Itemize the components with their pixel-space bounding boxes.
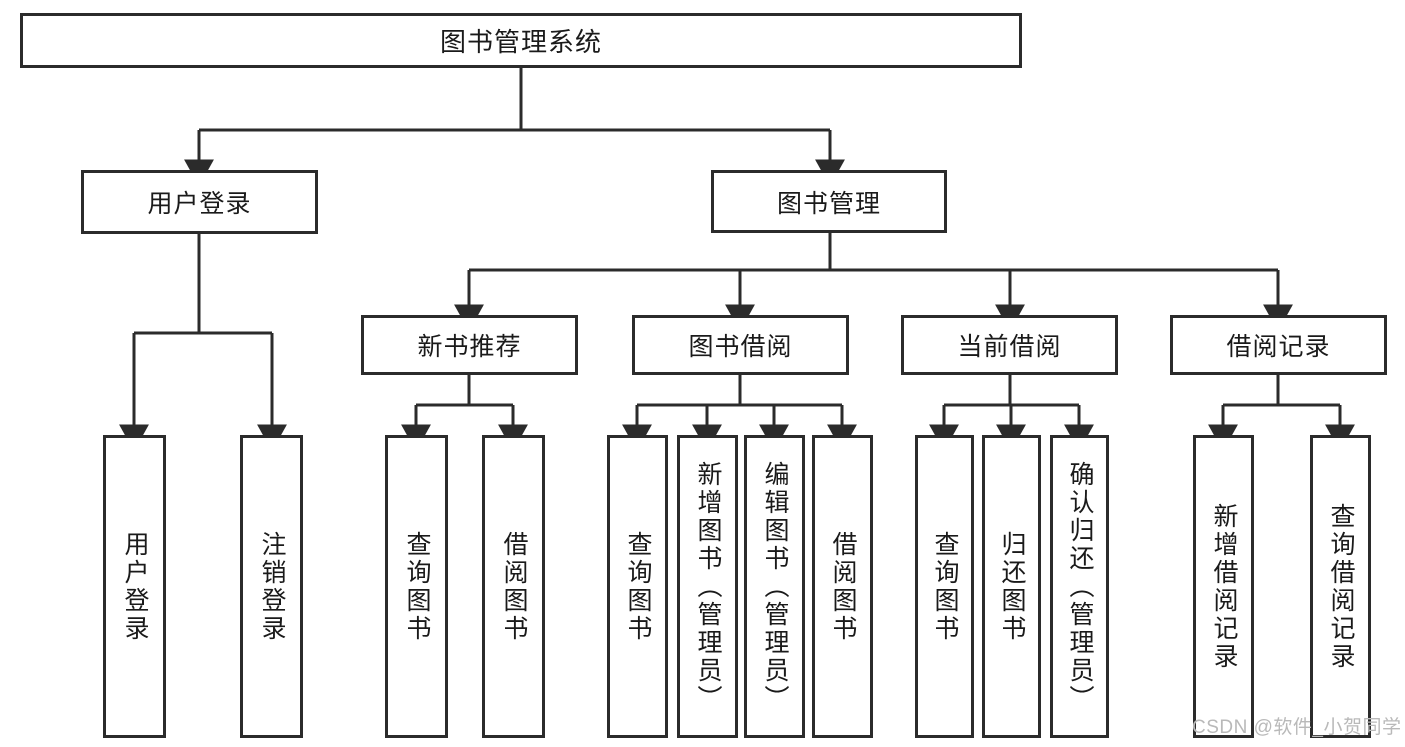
node-label: 借阅记录: [1226, 333, 1331, 361]
watermark: CSDN @软件_小贺同学: [1192, 717, 1402, 738]
leaf-query-book-borrow[interactable]: 查询图书: [607, 435, 668, 738]
node-label: 图书借阅: [688, 333, 793, 361]
node-book-management[interactable]: 图书管理: [711, 170, 947, 233]
node-label: 当前借阅: [957, 333, 1062, 361]
node-label: 查询图书: [403, 530, 431, 643]
leaf-query-borrow-record[interactable]: 查询借阅记录: [1310, 435, 1371, 738]
leaf-borrow-book[interactable]: 借阅图书: [812, 435, 873, 738]
node-label: 确认归还（管理员）: [1066, 460, 1094, 713]
node-root[interactable]: 图书管理系统: [20, 13, 1022, 68]
leaf-add-borrow-record[interactable]: 新增借阅记录: [1193, 435, 1254, 738]
node-label: 借阅图书: [500, 530, 528, 643]
node-label: 编辑图书（管理员）: [761, 460, 789, 713]
node-label: 新增借阅记录: [1210, 502, 1238, 671]
node-label: 归还图书: [998, 530, 1026, 643]
leaf-borrow-book-rec[interactable]: 借阅图书: [482, 435, 545, 738]
node-label: 用户登录: [121, 530, 149, 643]
node-label: 图书管理系统: [439, 27, 602, 57]
leaf-edit-book-admin[interactable]: 编辑图书（管理员）: [744, 435, 805, 738]
leaf-user-login[interactable]: 用户登录: [103, 435, 166, 738]
node-label: 新书推荐: [417, 333, 522, 361]
node-label: 图书管理: [776, 189, 881, 218]
leaf-confirm-return-admin[interactable]: 确认归还（管理员）: [1050, 435, 1109, 738]
leaf-query-book-rec[interactable]: 查询图书: [385, 435, 448, 738]
node-user-login[interactable]: 用户登录: [81, 170, 318, 234]
leaf-add-book-admin[interactable]: 新增图书（管理员）: [677, 435, 738, 738]
leaf-query-book-current[interactable]: 查询图书: [915, 435, 974, 738]
node-new-book-recommend[interactable]: 新书推荐: [361, 315, 578, 375]
node-label: 注销登录: [258, 530, 286, 643]
node-current-borrow[interactable]: 当前借阅: [901, 315, 1118, 375]
node-label: 查询借阅记录: [1327, 502, 1355, 671]
node-label: 新增图书（管理员）: [694, 460, 722, 713]
node-book-borrow[interactable]: 图书借阅: [632, 315, 849, 375]
node-label: 查询图书: [624, 530, 652, 643]
node-label: 用户登录: [147, 190, 252, 218]
node-label: 借阅图书: [829, 530, 857, 643]
leaf-logout[interactable]: 注销登录: [240, 435, 303, 738]
node-label: 查询图书: [931, 530, 959, 643]
leaf-return-book[interactable]: 归还图书: [982, 435, 1041, 738]
node-borrow-record[interactable]: 借阅记录: [1170, 315, 1387, 375]
